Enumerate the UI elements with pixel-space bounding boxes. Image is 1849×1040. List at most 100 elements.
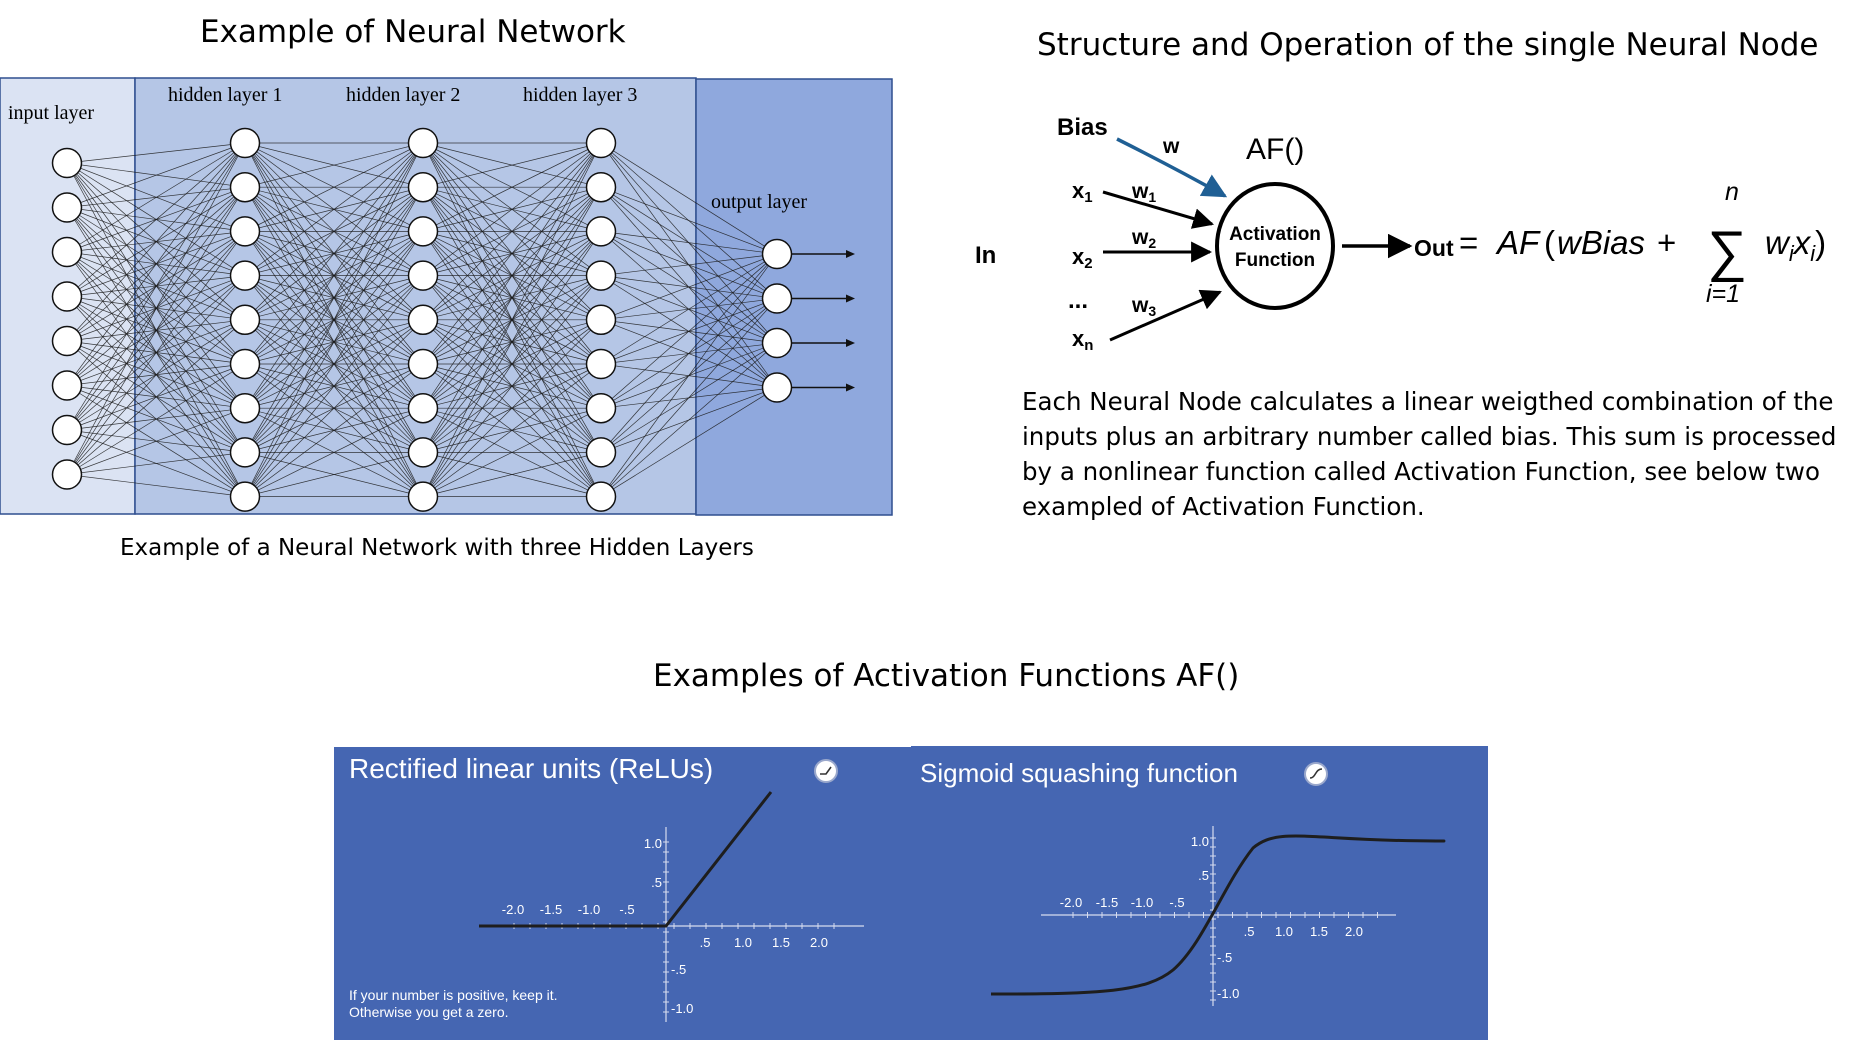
description-line: Each Neural Node calculates a linear wei… [1022, 387, 1834, 416]
connection [66, 187, 246, 475]
connection [244, 363, 424, 497]
connection [600, 253, 778, 276]
hidden2-neuron [407, 481, 439, 512]
sigmoid-x-tick: 2.0 [1345, 924, 1363, 939]
sigmoid-curve [990, 834, 1446, 996]
relu-y-tick: -1.0 [671, 1001, 693, 1016]
connection [600, 387, 778, 497]
connection [244, 142, 424, 365]
hidden3-neuron [585, 171, 617, 203]
hidden3-neuron [585, 127, 617, 159]
network-neurons [51, 127, 793, 512]
hidden3-neuron [585, 260, 617, 291]
connection [66, 142, 246, 297]
node-description: Each Neural Node calculates a linear wei… [1022, 384, 1837, 524]
sigmoid-x-tick: -.5 [1169, 895, 1184, 910]
connection [422, 142, 602, 188]
sigmoid-y-tick: .5 [1198, 868, 1209, 883]
formula-sum-top: n [1725, 178, 1739, 206]
sigmoid-curve-icon[interactable] [1304, 762, 1328, 786]
relu-x-tick: -1.0 [578, 902, 600, 917]
formula-wbias: wBias [1557, 224, 1645, 261]
circle-line-2: Function [1235, 250, 1315, 271]
relu-x-tick: -2.0 [502, 902, 524, 917]
connection [66, 319, 246, 475]
formula-term: wixi) [1765, 224, 1826, 266]
sigmoid-y-tick: 1.0 [1191, 834, 1209, 849]
connection [66, 452, 246, 475]
sigmoid-x-tick: .5 [1244, 924, 1255, 939]
connection [66, 407, 246, 475]
connection [422, 452, 602, 497]
relu-x-tick: -1.5 [540, 902, 562, 917]
relu-y-tick: -.5 [671, 962, 686, 977]
connection [244, 275, 424, 497]
sigmoid-title: Sigmoid squashing function [920, 758, 1238, 788]
sigmoid-x-tick: -1.5 [1096, 895, 1118, 910]
hidden1-neuron [229, 171, 261, 203]
input-x1: x1 [1072, 178, 1093, 206]
sigmoid-x-tick: -1.0 [1131, 895, 1153, 910]
connection [422, 142, 602, 365]
connection [244, 142, 424, 232]
relu-curve-glyph [820, 766, 832, 775]
connection [600, 342, 778, 497]
hidden1-neuron [229, 127, 261, 159]
network-title: Example of Neural Network [200, 14, 626, 50]
description-line: inputs plus an arbitrary number called b… [1022, 422, 1837, 451]
relu-y-tick: 1.0 [644, 836, 662, 851]
output-neuron [761, 283, 793, 314]
bias-arrow [1116, 137, 1228, 198]
hidden2-neuron [407, 171, 439, 203]
hidden3-neuron [585, 437, 617, 468]
formula-sigma: ∑ [1707, 219, 1747, 282]
connection [422, 407, 602, 497]
network-caption: Example of a Neural Network with three H… [120, 535, 754, 561]
hidden1-neuron [229, 348, 261, 380]
sigmoid-plot: -2.0 -1.5 -1.0 -.5 .5 1.0 1.5 2.0 1.0 .5… [990, 826, 1446, 1006]
relu-x-tick: -.5 [619, 902, 634, 917]
af-label: AF() [1246, 133, 1304, 166]
hidden3-neuron [585, 304, 617, 336]
relu-curve-icon[interactable] [814, 759, 838, 783]
relu-panel: Rectified linear units (ReLUs) -2.0 -1.5… [334, 747, 911, 1040]
relu-note-line: Otherwise you get a zero. [349, 1004, 509, 1020]
hidden3-neuron [585, 216, 617, 247]
relu-x-tick: 1.0 [734, 935, 752, 950]
network-connections [66, 142, 778, 497]
description-line: exampled of Activation Function. [1022, 492, 1425, 521]
output-arrowhead [846, 250, 855, 258]
hidden3-neuron [585, 392, 617, 424]
relu-note: If your number is positive, keep it. Oth… [349, 987, 558, 1021]
input-neuron [51, 236, 83, 268]
weight-w3: w3 [1131, 294, 1156, 319]
neural-node-diagram: Bias w AF() In x1 x2 ... xn w1 w2 w3 Act… [975, 114, 1826, 354]
sigmoid-x-tick: -2.0 [1060, 895, 1082, 910]
output-arrowhead [846, 339, 855, 347]
hidden2-neuron [407, 348, 439, 380]
sigmoid-x-tick: 1.5 [1310, 924, 1328, 939]
connection [600, 231, 778, 255]
output-arrowhead [846, 294, 855, 303]
neural-network-diagram: input layer hidden layer 1 hidden layer … [0, 77, 893, 516]
connection [422, 142, 602, 232]
connection [244, 142, 424, 188]
output-neuron [761, 372, 793, 403]
connection [244, 142, 424, 276]
bias-weight-label: w [1162, 135, 1180, 158]
connection [600, 253, 778, 409]
connection [244, 142, 424, 453]
out-label: Out [1414, 235, 1454, 261]
input-neuron [51, 414, 83, 446]
weight-w1: w1 [1131, 180, 1156, 205]
hidden1-neuron [229, 481, 261, 512]
weight-w2: w2 [1131, 226, 1156, 251]
circle-line-1: Activation [1229, 224, 1321, 245]
activation-function-circle [1215, 182, 1335, 310]
sigmoid-y-tick: -1.0 [1217, 986, 1239, 1001]
connection [66, 142, 246, 164]
hidden2-neuron [407, 260, 439, 291]
connection [422, 142, 602, 453]
bias-label: Bias [1057, 114, 1108, 141]
connection [66, 142, 246, 342]
